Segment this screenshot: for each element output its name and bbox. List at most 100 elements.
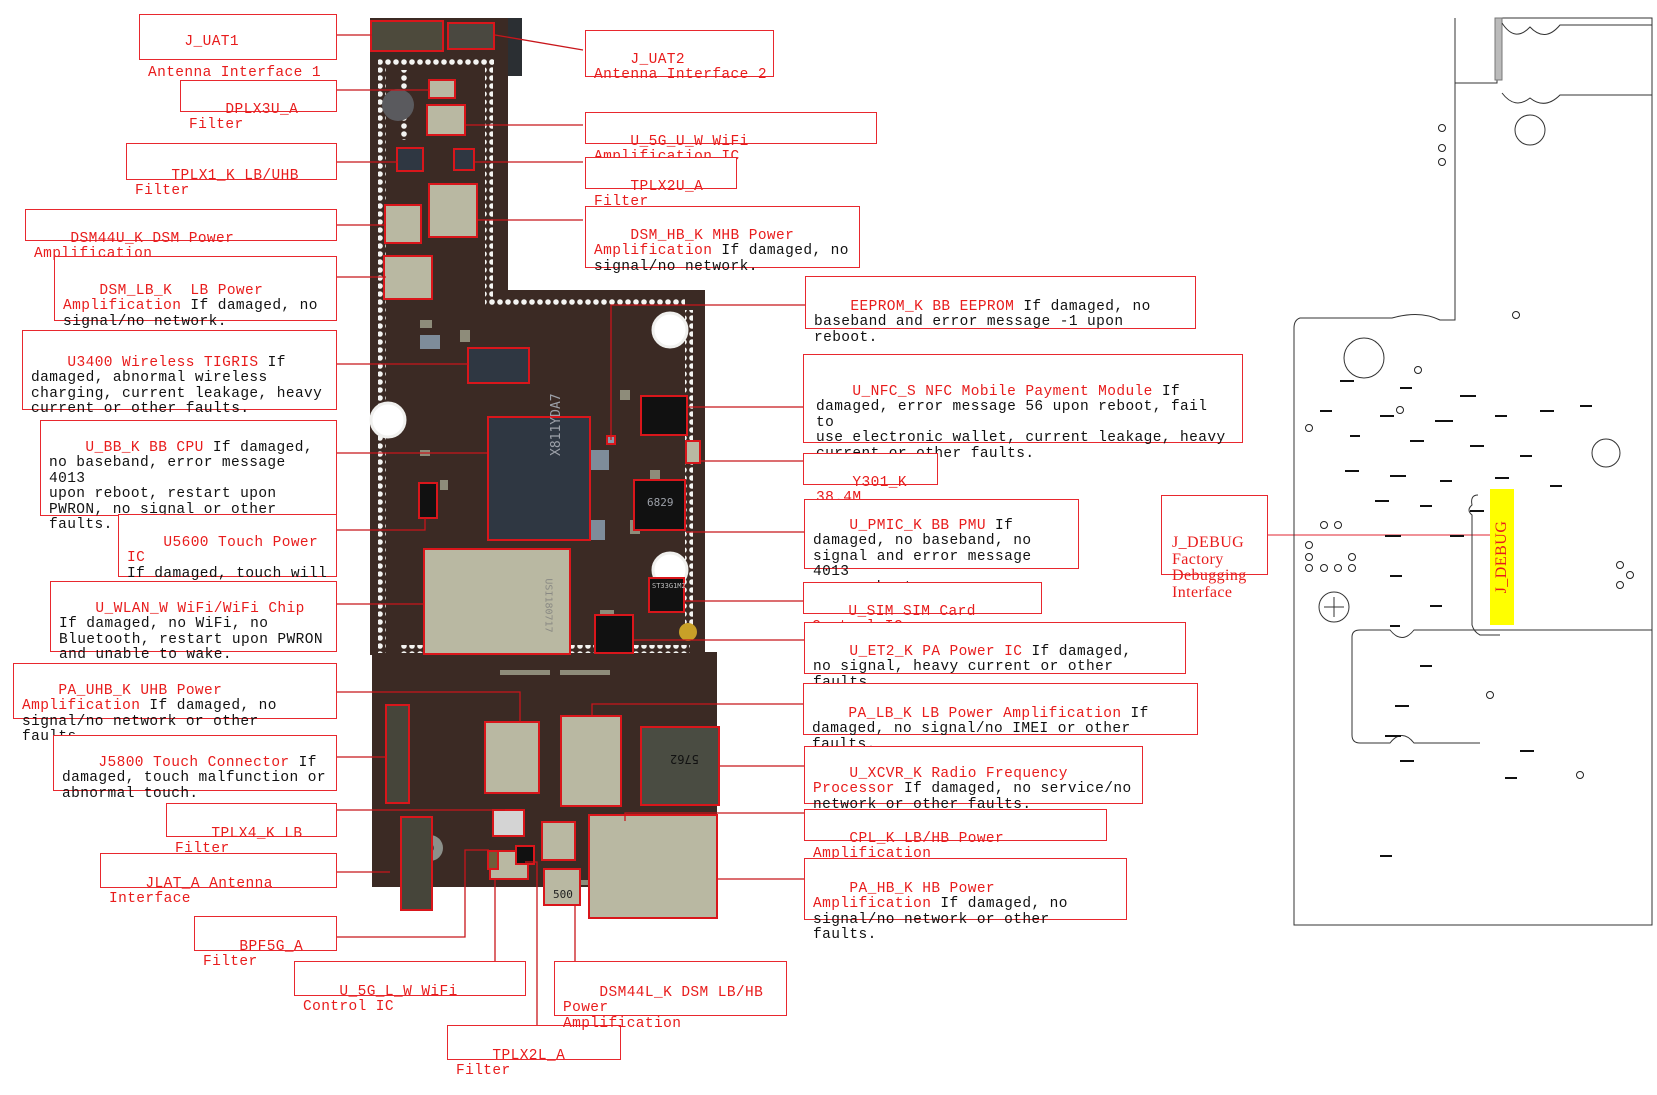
callout-desc: Antenna Interface 1 (148, 64, 321, 81)
chip-tplx1-k[interactable] (396, 147, 424, 172)
callout-u-nfc-s: U_NFC_S NFC Mobile Payment Module If dam… (803, 354, 1243, 461)
callout-u-pmic-k: U_PMIC_K BB PMU If damaged, no baseband,… (804, 499, 1079, 595)
chip-u-sim[interactable]: ST33G1M2 (648, 577, 686, 613)
callout-title: JLAT_A Antenna Interface (109, 875, 282, 907)
chip-pa-hb-k[interactable] (588, 814, 718, 919)
callout-dsm-lb-k: DSM_LB_K LB Power Amplification If damag… (54, 256, 337, 329)
callout-tplx2u-a: TPLX2U_A Filter (585, 157, 737, 210)
chip-dsm-hb-k[interactable] (428, 183, 478, 238)
callout-u-xcvr-k: U_XCVR_K Radio Frequency Processor If da… (804, 746, 1143, 812)
chip-dplx3u-a[interactable] (428, 79, 456, 99)
chip-dsm44l-k[interactable]: 500 (543, 868, 581, 906)
callout-title: TPLX4_K LB Filter (175, 825, 312, 857)
callout-j-uat2: J_UAT2 Antenna Interface 2 (585, 30, 774, 83)
callout-desc: If damaged, no signal/no network. (594, 243, 849, 275)
chip-tplx2u-a[interactable] (453, 148, 475, 171)
callout-desc: If damaged, error message 56 upon reboot… (816, 383, 1226, 462)
chip-j5800[interactable] (385, 704, 410, 804)
callout-title: TPLX2U_A Filter (594, 178, 713, 210)
chip-marking: ST33G1M2 (652, 582, 686, 590)
chip-u-pmic-k[interactable]: 6829 (633, 479, 686, 531)
callout-title: DSM_HB_K MHB Power Amplification (594, 227, 795, 259)
callout-title: PA_HB_K HB Power Amplification (813, 880, 996, 912)
chip-tplx2l-a[interactable] (515, 845, 535, 865)
callout-desc: If damaged, no baseband and error messag… (814, 298, 1151, 346)
callout-title: U_ET2_K PA Power IC (849, 643, 1023, 660)
callout-title: U5600 Touch Power IC (127, 534, 328, 566)
callout-tplx4-k: TPLX4_K LB Filter (166, 803, 337, 857)
chip-tplx4-k[interactable] (492, 809, 525, 837)
diagram-canvas: X811YDA7 6829 USI180717 ST33G1M2 5762 50… (13, 14, 1653, 1079)
callout-desc: If damaged, no signal/no network. (63, 298, 318, 330)
callout-title: U_5G_L_W WiFi Control IC (303, 983, 467, 1015)
chip-u3400[interactable] (467, 347, 530, 384)
callout-cpl-k: CPL_K LB/HB Power Amplification (804, 809, 1107, 862)
callout-desc: If damaged, no signal/no network or othe… (813, 896, 1068, 943)
callout-title: J5800 Touch Connector (98, 754, 290, 771)
callout-title: DSM44L_K DSM LB/HB Power Amplification (563, 984, 764, 1032)
callout-title: PA_LB_K LB Power Amplification (848, 705, 1122, 722)
chip-cpl-k[interactable] (541, 821, 576, 861)
callout-title: J_UAT1 (184, 33, 240, 50)
callout-pa-hb-k: PA_HB_K HB Power Amplification If damage… (804, 858, 1127, 943)
chip-eeprom-k[interactable] (606, 435, 616, 445)
callout-desc: If damaged, abnormal wireless charging, … (31, 354, 323, 417)
callout-title: U_PMIC_K BB PMU (849, 517, 986, 534)
callout-dsm-hb-k: DSM_HB_K MHB Power Amplification If dama… (585, 206, 860, 274)
callout-title: DSM_LB_K LB Power Amplification (63, 282, 264, 314)
chip-marking: 5762 (670, 752, 699, 766)
callout-title: EEPROM_K BB EEPROM (850, 298, 1015, 315)
callout-jlat-a: JLAT_A Antenna Interface (100, 853, 337, 907)
chip-u-5g-u-w[interactable] (426, 104, 466, 136)
callout-dplx3u-a: DPLX3U_A Filter (180, 80, 337, 133)
callout-title: PA_UHB_K UHB Power Amplification (22, 682, 223, 714)
callout-y301-k: Y301_K 38.4M (803, 453, 938, 506)
callout-u-bb-k: U_BB_K BB CPU If damaged, no baseband, e… (40, 420, 337, 533)
callout-tplx2l-a: TPLX2L_A Filter (447, 1025, 621, 1079)
chip-u-bb-k[interactable]: X811YDA7 (487, 393, 591, 541)
callout-u5600: U5600 Touch Power IC If damaged, touch w… (118, 514, 337, 594)
callout-title: CPL_K LB/HB Power Amplification (813, 830, 1014, 862)
callout-desc: If damaged, touch malfunction or abnorma… (62, 754, 326, 802)
chip-pa-lb-k[interactable] (560, 715, 622, 807)
chip-bpf5g-a[interactable] (487, 850, 499, 870)
chip-u-et2-k[interactable] (594, 614, 634, 654)
chip-marking: 500 (553, 888, 573, 901)
callout-pa-lb-k: PA_LB_K LB Power Amplification If damage… (803, 683, 1198, 752)
chip-j-uat2[interactable] (447, 22, 495, 50)
chip-y301-k[interactable] (685, 440, 701, 464)
callout-u3400: U3400 Wireless TIGRIS If damaged, abnorm… (22, 330, 337, 417)
chip-dsm-lb-k[interactable] (383, 255, 433, 300)
callout-title: U_WLAN_W WiFi/WiFi Chip (95, 600, 305, 617)
chip-u-wlan-w[interactable]: USI180717 (423, 548, 571, 655)
callout-tplx1-k: TPLX1_K LB/UHB Filter (126, 143, 337, 199)
callout-bpf5g-a: BPF5G_A Filter (194, 916, 337, 970)
callout-u-et2-k: U_ET2_K PA Power IC If damaged, no signa… (804, 622, 1186, 690)
chip-marking: X811YDA7 (549, 393, 564, 456)
callout-desc: If damaged, no WiFi, no Bluetooth, resta… (59, 616, 323, 663)
callout-title: BPF5G_A Filter (203, 938, 313, 970)
chip-dsm44u-k[interactable] (384, 204, 422, 244)
chip-u-nfc-s[interactable] (640, 395, 688, 436)
callout-desc: If damaged, no signal/no IMEI or other f… (812, 705, 1149, 753)
callout-title: U_NFC_S NFC Mobile Payment Module (852, 383, 1153, 400)
callout-pa-uhb-k: PA_UHB_K UHB Power Amplification If dama… (13, 663, 337, 745)
callout-dsm44u-k: DSM44U_K DSM Power Amplification (25, 209, 337, 262)
chip-jlat-a[interactable] (400, 816, 433, 911)
chip-marking: 6829 (647, 496, 674, 509)
callout-title: DPLX3U_A Filter (189, 101, 308, 133)
callout-j-debug: J_DEBUG Factory Debugging Interface (1161, 495, 1268, 600)
j-debug-highlight[interactable]: J_DEBUG (1490, 489, 1514, 625)
callout-title: U_XCVR_K Radio Frequency Processor (813, 765, 1068, 797)
callout-desc: If damaged, no baseband, error message 4… (49, 439, 313, 533)
chip-j-uat1[interactable] (370, 20, 444, 52)
chip-u-xcvr-k[interactable]: 5762 (640, 726, 720, 806)
callout-eeprom-k: EEPROM_K BB EEPROM If damaged, no baseba… (805, 276, 1196, 345)
chip-pa-uhb-k[interactable] (484, 721, 540, 794)
chip-u5600[interactable] (418, 482, 438, 519)
callout-u-5g-u-w: U_5G_U_W WiFi Amplification IC (585, 112, 877, 165)
callout-j-uat1: J_UAT1 Antenna Interface 1 (139, 14, 337, 80)
j-debug-label: J_DEBUG (1493, 520, 1510, 594)
callout-u-wlan-w: U_WLAN_W WiFi/WiFi Chip If damaged, no W… (50, 581, 337, 661)
callout-title: TPLX1_K LB/UHB Filter (135, 167, 308, 199)
